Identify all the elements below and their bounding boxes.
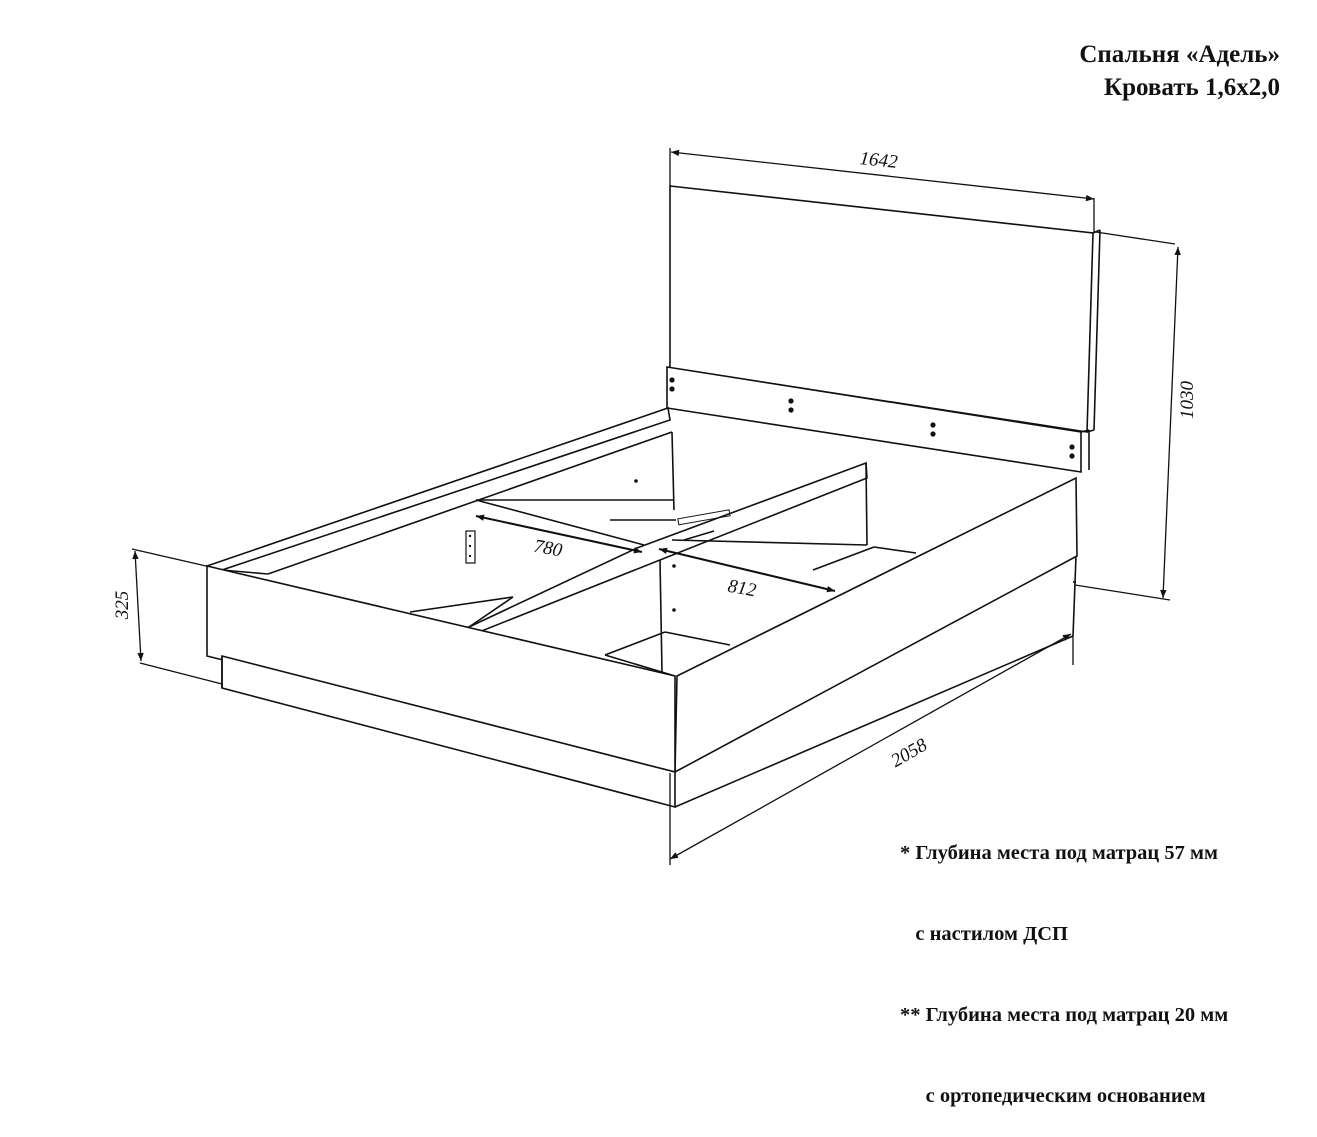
product-series-title: Спальня «Адель» — [1079, 41, 1280, 68]
headboard — [666, 185, 1101, 473]
length-label: 2058 — [888, 734, 932, 771]
hardware-details — [465, 377, 1075, 612]
inner-length-label: 780 — [532, 536, 564, 562]
product-model-title: Кровать 1,6х2,0 — [1103, 74, 1280, 101]
height-label: 325 — [112, 591, 133, 621]
notes-block: * Глубина места под матрац 57 мм с насти… — [900, 786, 1228, 1137]
dimension-lines — [131, 148, 1181, 865]
note-line: с настилом ДСП — [900, 923, 1068, 945]
note-line: с ортопедическим основанием — [900, 1085, 1206, 1107]
headboard-height-label: 1030 — [1177, 381, 1198, 420]
inner-width-label: 812 — [726, 576, 758, 602]
bed-frame — [204, 406, 1078, 809]
width-label: 1642 — [859, 148, 899, 173]
title-block: Спальня «Адель» Кровать 1,6х2,0 — [1079, 38, 1280, 104]
note-line: ** Глубина места под матрац 20 мм — [900, 1004, 1229, 1026]
note-line: * Глубина места под матрац 57 мм — [900, 842, 1218, 864]
bed-drawing: 1642 1030 325 2058 780 812 — [112, 148, 1198, 865]
